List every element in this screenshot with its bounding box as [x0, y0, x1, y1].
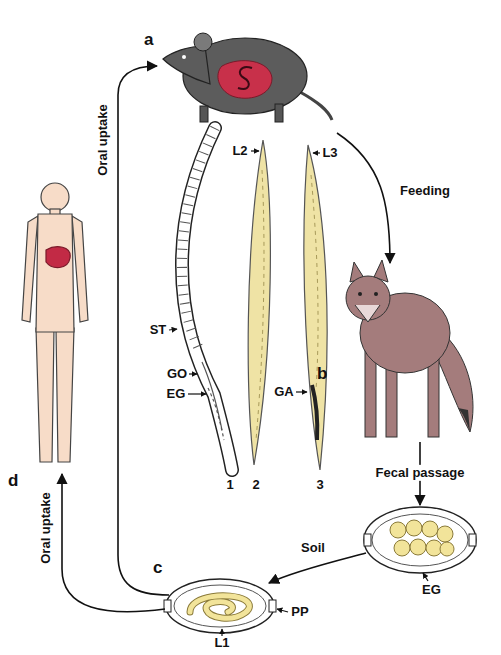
- cycle-arrow: [269, 553, 366, 583]
- transmission-label: Oral uptake: [96, 104, 110, 176]
- human-drawing: [22, 183, 88, 462]
- embryonated-egg-drawing: [164, 579, 276, 633]
- transmission-label: Oral uptake: [39, 492, 53, 564]
- stage-letter: b: [317, 365, 327, 384]
- rat-host-node: a: [160, 5, 345, 130]
- part-label: GA: [274, 385, 294, 399]
- part-label: ST: [150, 323, 167, 337]
- part-label: EG: [422, 583, 441, 597]
- cycle-arrow: [118, 66, 169, 595]
- stage-label: L3: [322, 146, 337, 160]
- transmission-label: Fecal passage: [373, 465, 468, 481]
- part-label: EG: [167, 387, 186, 401]
- human-host-node: d: [10, 180, 100, 470]
- larva-l3-drawing: [304, 145, 327, 470]
- part-label: PP: [291, 605, 308, 619]
- figure-number: 2: [252, 478, 259, 492]
- figure-number: 3: [316, 478, 323, 492]
- fox-drawing: [346, 260, 473, 437]
- rat-drawing: [163, 33, 332, 122]
- stage-label: L1: [214, 636, 229, 650]
- part-label: GO: [167, 367, 187, 381]
- figure-number: 1: [226, 478, 233, 492]
- cycle-arrow: [62, 474, 165, 612]
- stage-letter: d: [8, 472, 18, 491]
- cycle-arrow: [337, 133, 390, 263]
- fox-host-node: b: [335, 265, 475, 440]
- larva-l2-drawing: [248, 140, 270, 465]
- embryonated-egg-node: c: [165, 579, 275, 633]
- worm-female-drawing: [182, 128, 232, 470]
- stage-letter: c: [153, 559, 162, 578]
- egg-node: EG: [362, 507, 478, 575]
- egg-drawing: [364, 507, 476, 573]
- stage-letter: a: [144, 31, 153, 50]
- leader-lines: [169, 151, 428, 636]
- transmission-label: Feeding: [400, 184, 450, 198]
- stage-label: L2: [232, 144, 247, 158]
- transmission-label: Soil: [301, 541, 325, 555]
